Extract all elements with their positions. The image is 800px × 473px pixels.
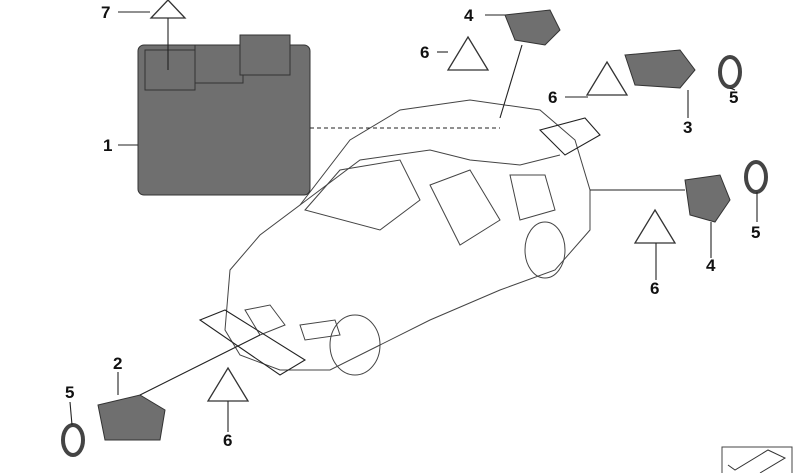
electrical-warning-triangle-icon — [446, 35, 490, 71]
electrical-warning-triangle-icon — [149, 0, 187, 19]
parts-catalog-corner-icon — [721, 446, 793, 473]
callout-2[interactable]: 2 — [113, 354, 122, 373]
leader-lines — [69, 11, 758, 432]
ring-front[interactable] — [61, 423, 85, 457]
callout-6[interactable]: 6 — [420, 43, 429, 62]
electrical-warning-triangle-icon — [206, 366, 250, 402]
callout-4[interactable]: 4 — [706, 256, 716, 275]
control-unit-module[interactable] — [137, 34, 311, 196]
rear-sensor-side[interactable] — [684, 174, 731, 223]
rear-sensor-top[interactable] — [504, 9, 561, 46]
callout-6[interactable]: 6 — [223, 431, 232, 450]
callout-6[interactable]: 6 — [650, 279, 659, 298]
rear-sensor-upper[interactable] — [624, 49, 696, 89]
callout-7[interactable]: 7 — [101, 3, 110, 22]
front-sensor[interactable] — [97, 394, 166, 441]
ring-rear-upper[interactable] — [718, 55, 742, 89]
electrical-warning-triangle-icon — [633, 208, 677, 244]
callout-5[interactable]: 5 — [65, 383, 74, 402]
callout-4[interactable]: 4 — [464, 6, 474, 25]
electrical-warning-triangle-icon — [585, 60, 629, 96]
callout-1[interactable]: 1 — [103, 136, 112, 155]
callout-6[interactable]: 6 — [548, 88, 557, 107]
ring-rear-side[interactable] — [744, 160, 768, 194]
callout-5[interactable]: 5 — [729, 88, 738, 107]
callout-5[interactable]: 5 — [751, 223, 760, 242]
callout-3[interactable]: 3 — [683, 118, 692, 137]
